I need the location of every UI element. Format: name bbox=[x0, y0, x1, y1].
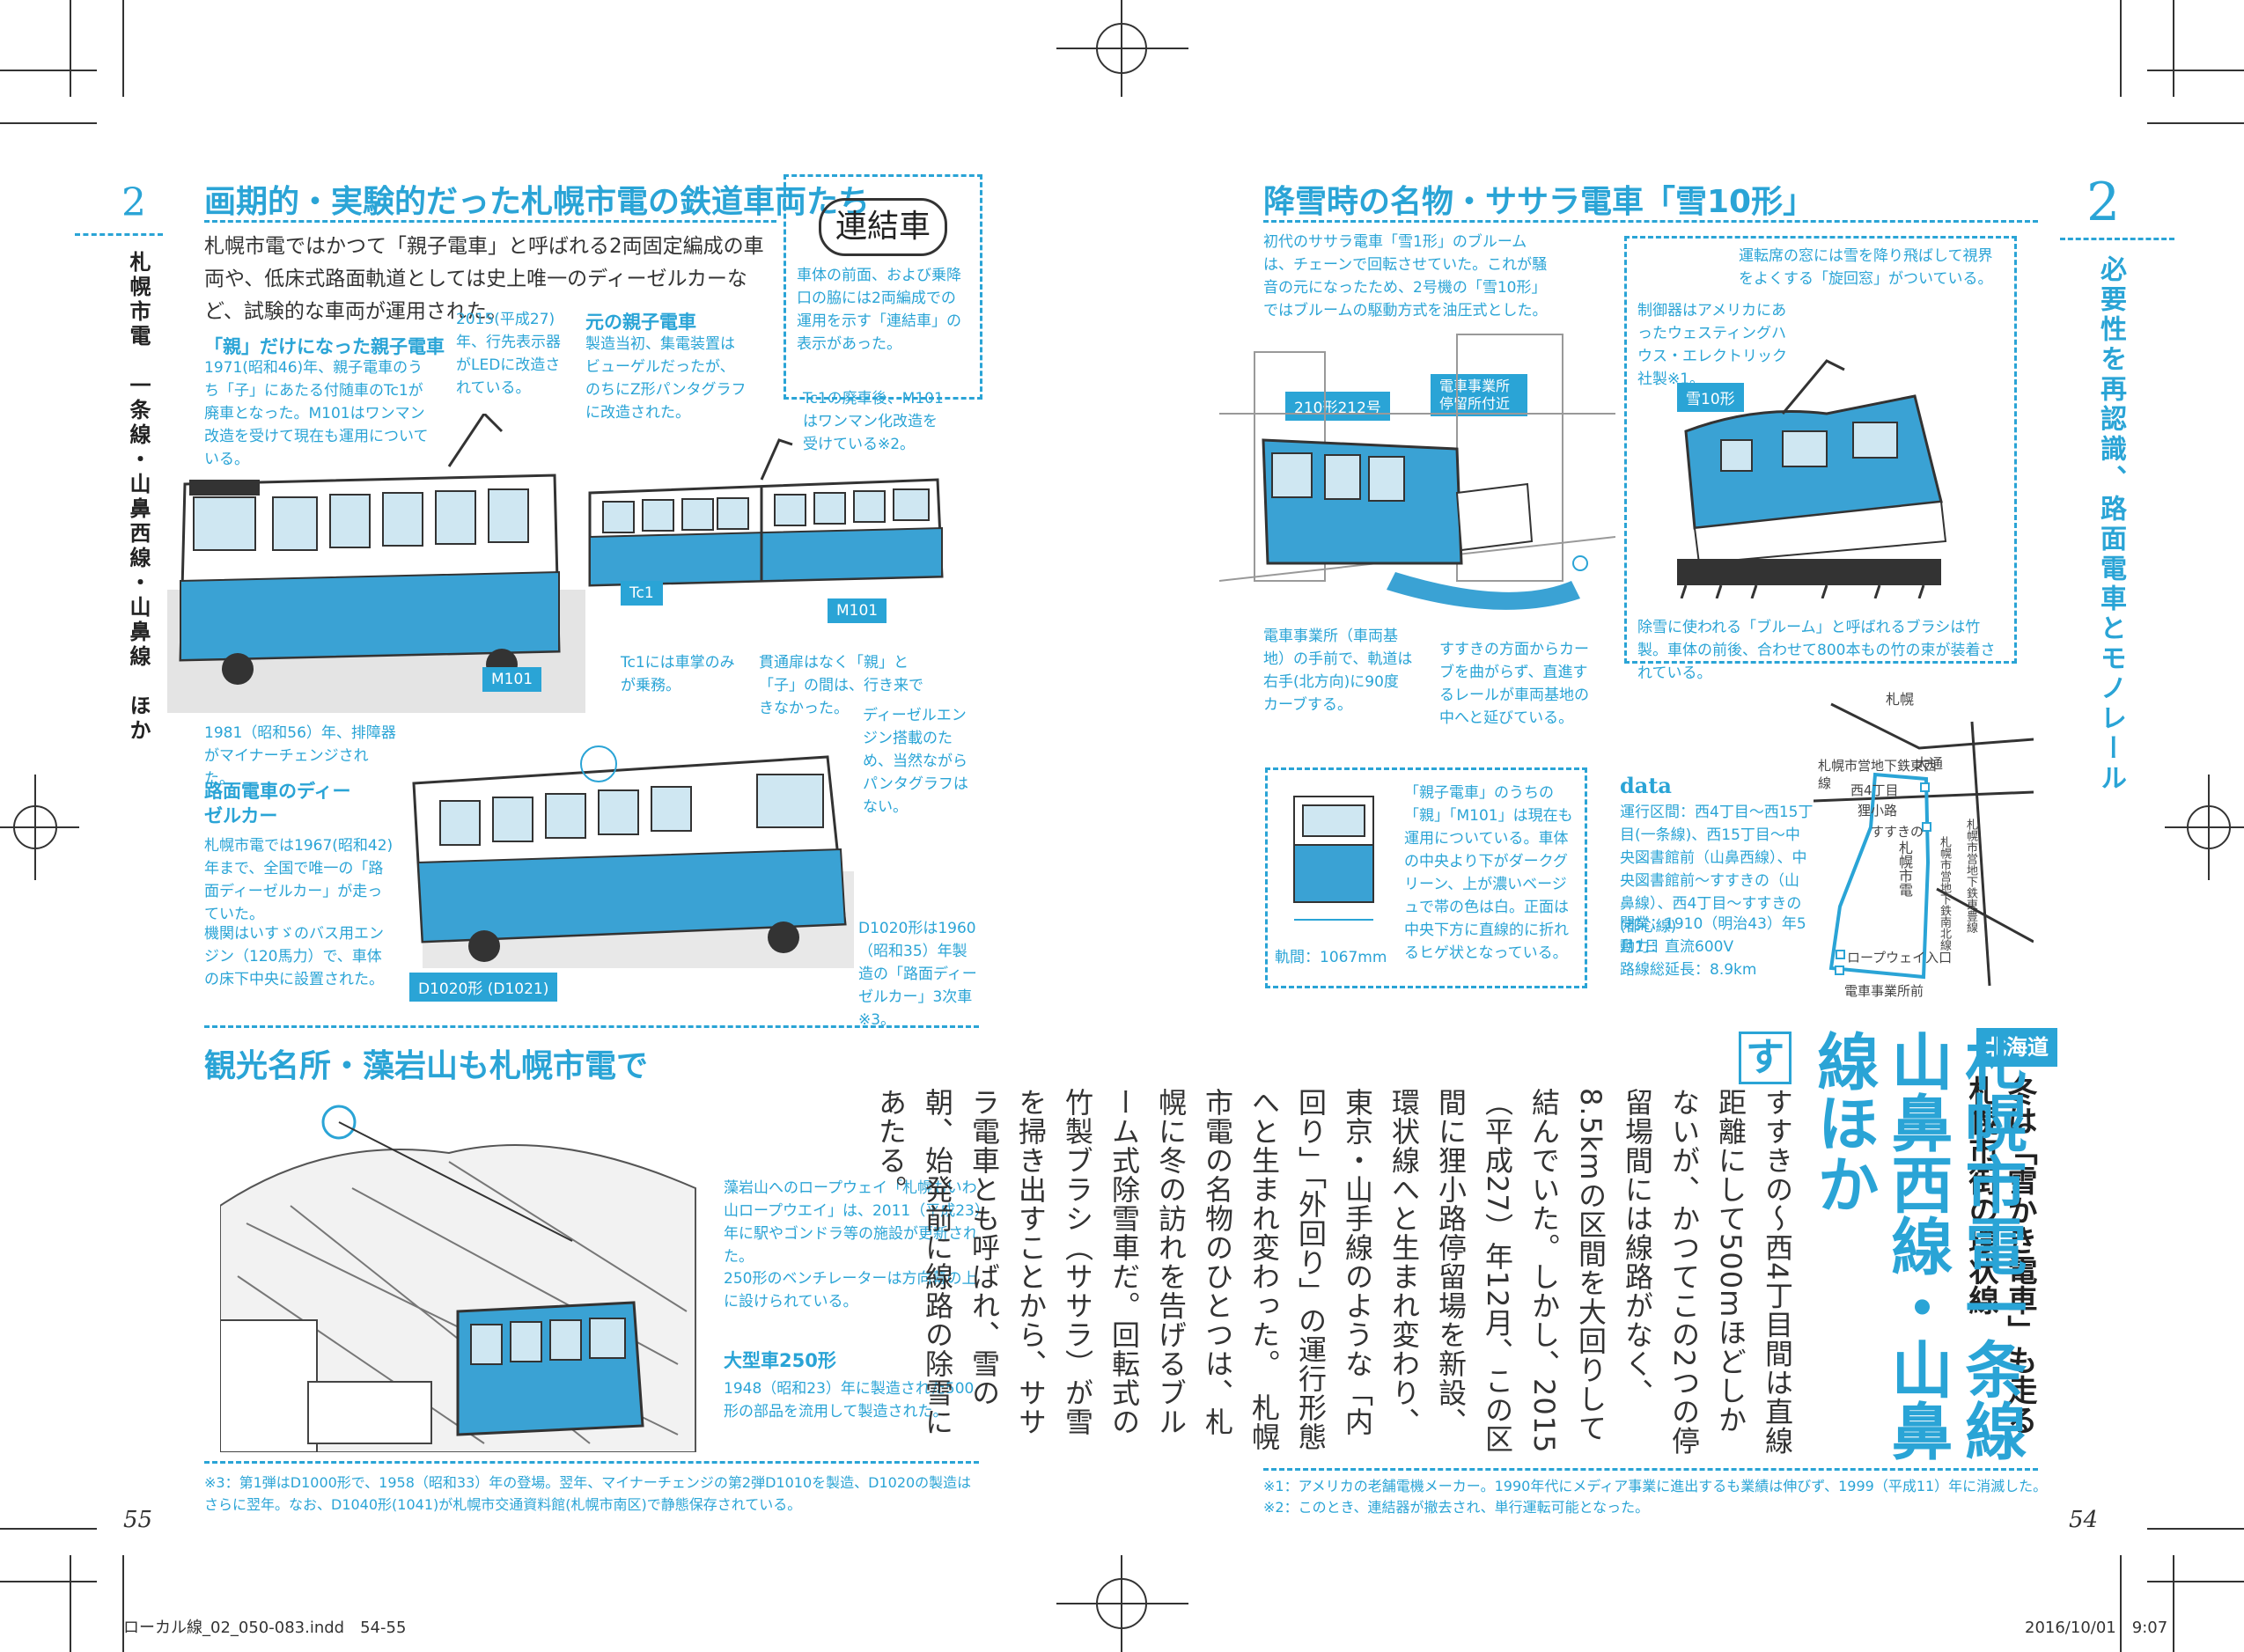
big-car-heading: 大型車250形 bbox=[724, 1350, 836, 1371]
map-subway: 札幌市営地下鉄東西線 bbox=[1818, 758, 1938, 791]
d1020-note: D1020形は1960（昭和35）年製造の「路面ディーゼルカー」3次車※3。 bbox=[858, 920, 977, 1029]
data-line-2: 動力：直流600V bbox=[1620, 938, 1734, 956]
yuki10-label: 雪10形 bbox=[1677, 383, 1744, 412]
renketsu-box-title: 連結車 bbox=[819, 198, 947, 256]
right-footnote-1: ※1：アメリカの老舗電機メーカー。1990年代にメディア事業に進出するも業績は伸… bbox=[1263, 1478, 2048, 1494]
minor-change-note: 1981（昭和56）年、排障器がマイナーチェンジされた。 bbox=[204, 724, 396, 788]
diesel-text: 札幌市電では1967(昭和42)年まで、全国で唯一の「路面ディーゼルカー」が走っ… bbox=[204, 837, 394, 923]
kantsu-note: 貫通扉はなく「親」と「子」の間は、行き来できなかった。 bbox=[759, 654, 923, 717]
office-note: 電車事業所（車両基地）の手前で、軌道は右手(北方向)に90度カーブする。 bbox=[1263, 628, 1413, 714]
body-text: すすきの〜西4丁目間は直線距離にして500mほどしかないが、かつてこの2つの停留… bbox=[874, 1088, 1794, 1456]
oyako-heading: 「親」だけになった親子電車 bbox=[204, 336, 445, 357]
left-footnote: ※3：第1弾はD1000形で、1958（昭和33）年の登場。翌年、マイナーチェン… bbox=[204, 1474, 972, 1513]
color-note: 「親子電車」のうちの「親」「M101」は現在も運用についている。車体の中央より下… bbox=[1404, 784, 1573, 962]
main-title: 札幌市電一条線山鼻西線・山鼻線ほか bbox=[1807, 1030, 2027, 1461]
map-namboku: 札幌市営地下鉄南北線 bbox=[1938, 836, 1951, 951]
office-stop-illustration bbox=[1219, 334, 1615, 610]
map-office: 電車事業所前 bbox=[1844, 983, 1924, 999]
oyako-text: 1971(昭和46)年、親子電車のうち「子」にあたる付随車のTc1が廃車となった… bbox=[204, 359, 429, 468]
tc1-label: Tc1 bbox=[621, 581, 663, 606]
section2-top-rule bbox=[204, 1025, 979, 1028]
oyako-coupled-illustration bbox=[588, 438, 944, 587]
map-shiden: 札幌市電 bbox=[1896, 841, 1913, 897]
m101-label-2: M101 bbox=[828, 598, 887, 623]
chapter-rule-right bbox=[2060, 238, 2174, 240]
running-head-right: 必要性を再認識、路面電車とモノレール bbox=[2095, 255, 2126, 794]
data-line-1: 開業：1910（明治43）年5月1日 bbox=[1620, 915, 1806, 956]
renketsu-box-text: 車体の前面、および乗降口の脇には2両編成での運用を示す「連結車」の表示があった。 bbox=[797, 267, 961, 353]
map-susukino: すすきの bbox=[1871, 824, 1924, 840]
region-tag: 北海道 bbox=[1976, 1028, 2057, 1067]
section1-title: 画期的・実験的だった札幌市電の鉄道車両たち bbox=[204, 184, 871, 220]
running-head-left: 札幌市電 一条線・山鼻西線・山鼻線 ほか bbox=[126, 251, 151, 744]
ventilator-note: 250形のベンチレーターは方向幕の上に設けられている。 bbox=[724, 1270, 977, 1311]
chapter-number-right: 2 bbox=[2086, 172, 2121, 233]
brush-note: 除雪に使われる「ブルーム」と呼ばれるブラシは竹製。車体の前後、合わせて800本も… bbox=[1637, 619, 1996, 682]
m101-front-illustration bbox=[1293, 796, 1374, 921]
subtitle: 冬は「雪かき電車」も走る札幌市街の環状線 bbox=[1963, 1076, 2037, 1435]
led-note: 2015(平成27)年、行先表示器がLEDに改造されている。 bbox=[456, 311, 561, 397]
map-tanuki: 狸小路 bbox=[1858, 803, 1898, 819]
m101-color-box bbox=[1265, 767, 1587, 988]
sasara-intro: 初代のササラ電車「雪1形」のブルームは、チェーンで回転させていた。これが騒音の元… bbox=[1263, 233, 1548, 319]
tc1-driver-note: Tc1には車掌のみが乗務。 bbox=[621, 654, 735, 694]
right-section-title: 降雪時の名物・ササラ電車「雪10形」 bbox=[1263, 184, 1815, 220]
data-line-0: 運行区間：西4丁目〜西15丁目(一条線)、西15丁目〜中央図書館前（山鼻西線）、… bbox=[1620, 804, 1814, 936]
section1-rule bbox=[204, 220, 776, 223]
big-car-text: 1948（昭和23）年に製造された500形の部品を流用して製造された。 bbox=[724, 1380, 975, 1421]
slug-date: 2016/10/01 9:07 bbox=[2025, 1619, 2168, 1637]
chapter-rule-left bbox=[75, 233, 163, 236]
data-line-3: 路線総延長：8.9km bbox=[1620, 961, 1757, 979]
d1020-label: D1020形 (D1021) bbox=[409, 973, 558, 1002]
footnote-rule-left bbox=[204, 1461, 979, 1464]
gauge-note: 軌間：1067mm bbox=[1275, 949, 1387, 966]
ropeway-note: 藻岩山へのロープウェイ「札幌もいわ山ロープウエイ」は、2011（平成23）年に駅… bbox=[724, 1179, 982, 1266]
route-map bbox=[1814, 702, 2034, 987]
moto-heading: 元の親子電車 bbox=[585, 312, 696, 333]
map-sapporo: 札幌 bbox=[1886, 691, 1915, 708]
diesel-heading: 路面電車のディーゼルカー bbox=[204, 781, 351, 826]
yuki10-box bbox=[1624, 236, 2017, 664]
m101-label-1: M101 bbox=[482, 667, 542, 692]
susukino-note: すすきの方面からカーブを曲がらず、直進するレールが車両基地の中へと延びている。 bbox=[1439, 641, 1589, 727]
right-page-number: 54 bbox=[2069, 1507, 2099, 1533]
window-note: 運転席の窓には雪を降り飛ばして視界をよくする「旋回窓」がついている。 bbox=[1739, 247, 1993, 288]
map-nishi4: 西4丁目 bbox=[1850, 782, 1899, 798]
drop-cap: す bbox=[1739, 1032, 1792, 1084]
slug-file: ローカル線_02_050-083.indd 54-55 bbox=[123, 1619, 407, 1637]
engine-note: 機関はいすゞのバス用エンジン（120馬力）で、車体の床下中央に設置された。 bbox=[204, 925, 384, 988]
map-ropeway: ロープウェイ入口 bbox=[1847, 950, 1953, 966]
section1-intro: 札幌市電ではかつて「親子電車」と呼ばれる2両固定編成の車両や、低床式路面軌道とし… bbox=[204, 235, 764, 323]
renketsu-box bbox=[784, 174, 982, 400]
chapter-number-left: 2 bbox=[121, 180, 146, 225]
section2-title: 観光名所・藻岩山も札幌市電で bbox=[204, 1048, 649, 1084]
moiwayama-illustration bbox=[220, 1105, 696, 1452]
tc1-retire-note: Tc1の廃車後、M101はワンマン化改造を受けている※2。 bbox=[803, 390, 944, 453]
diesel-panta-note: ディーゼルエンジン搭載のため、当然ながらパンタグラフはない。 bbox=[863, 707, 968, 816]
controller-note: 制御器はアメリカにあったウェスティングハウス・エレクトリック社製※1。 bbox=[1637, 302, 1787, 388]
right-footnote-2: ※2：このとき、連結器が撤去され、単行運転可能となった。 bbox=[1263, 1499, 1650, 1516]
map-toho: 札幌市営地下鉄東豊線 bbox=[1964, 819, 1977, 933]
yuki10-illustration bbox=[1677, 359, 1947, 598]
right-section-rule bbox=[1263, 220, 2038, 223]
m101-illustration bbox=[167, 414, 585, 713]
map-odori: 大通 bbox=[1915, 755, 1944, 772]
left-page-number: 55 bbox=[123, 1507, 153, 1533]
footnote-rule-right bbox=[1263, 1468, 2038, 1471]
data-heading: data bbox=[1620, 773, 1672, 798]
d1020-illustration bbox=[412, 745, 854, 968]
moto-text: 製造当初、集電装置はビューゲルだったが、のちにZ形パンタグラフに改造された。 bbox=[585, 335, 747, 422]
